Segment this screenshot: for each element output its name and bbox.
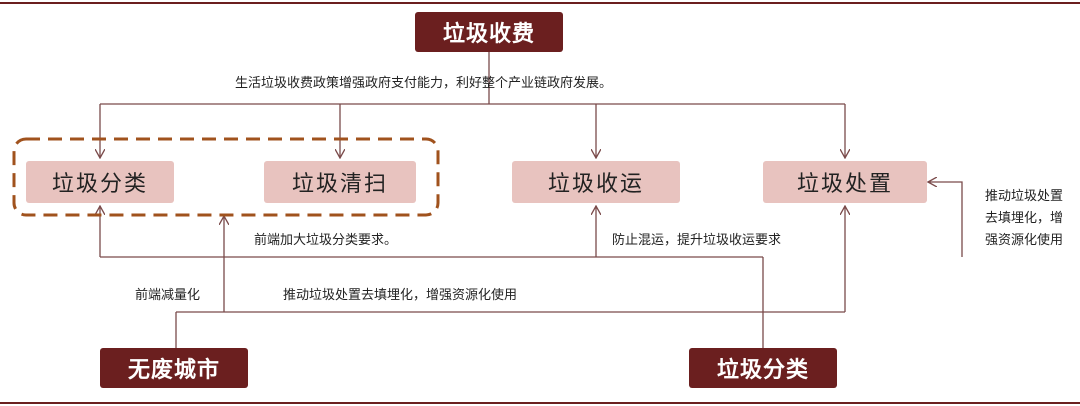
label-front-sort: 前端加大垃圾分类要求。 <box>254 233 398 248</box>
node-garbage-transport: 垃圾收运 <box>512 161 680 203</box>
node-zero-waste-city: 无废城市 <box>100 348 248 388</box>
node-garbage-disposal: 垃圾处置 <box>763 161 927 203</box>
label-top-note: 生活垃圾收费政策增强政府支付能力，利好整个产业链政府发展。 <box>235 76 613 91</box>
label-front-reduce: 前端减量化 <box>135 288 201 303</box>
label-prevent-mix: 防止混运，提升垃圾收运要求 <box>612 233 782 248</box>
node-garbage-fee: 垃圾收费 <box>415 12 563 52</box>
node-garbage-classification: 垃圾分类 <box>689 348 837 388</box>
label-disposal-push: 推动垃圾处置去填埋化，增强资源化使用 <box>283 288 518 303</box>
node-garbage-sweeping: 垃圾清扫 <box>264 161 416 203</box>
side-feedback-line <box>928 182 963 257</box>
label-side-line-3: 强资源化使用 <box>985 233 1064 248</box>
label-side-note: 推动垃圾处置 去填埋化，增 强资源化使用 <box>985 186 1063 252</box>
node-garbage-sorting: 垃圾分类 <box>26 161 174 203</box>
label-side-line-1: 推动垃圾处置 <box>985 189 1064 204</box>
dashed-group-border <box>12 137 440 217</box>
bottom-border <box>0 402 1080 404</box>
top-border <box>0 2 1080 4</box>
label-side-line-2: 去填埋化，增 <box>985 211 1064 226</box>
